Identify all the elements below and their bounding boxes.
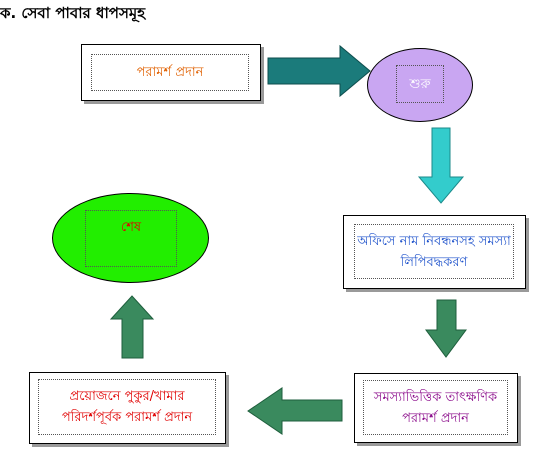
- start-label: শুরু: [396, 65, 444, 103]
- arrow-left-icon: [247, 387, 343, 435]
- arrow-up-icon: [109, 295, 155, 359]
- register-box: অফিসে নাম নিবন্ধনসহ সমস্যা লিপিবদ্ধকরণ: [343, 215, 526, 289]
- instant-advice-label: সমস্যাভিত্তিক তাৎক্ষণিক পরামর্শ প্রদান: [363, 380, 508, 435]
- field-visit-label: প্রয়োজনে পুকুর/খামার পরিদর্শপূর্বক পরাম…: [38, 379, 216, 435]
- advice-label: পরামর্শ প্রদান: [91, 54, 249, 91]
- arrow-right-icon: [267, 44, 371, 98]
- arrow-down-icon: [425, 299, 467, 358]
- field-visit-box: প্রয়োজনে পুকুর/খামার পরিদর্শপূর্বক পরাম…: [29, 372, 226, 444]
- register-label: অফিসে নাম নিবন্ধনসহ সমস্যা লিপিবদ্ধকরণ: [354, 224, 514, 279]
- advice-box: পরামর্শ প্রদান: [81, 44, 261, 101]
- arrow-down-icon: [417, 127, 465, 204]
- page-title: ক. সেবা পাবার ধাপসমূহ: [0, 4, 146, 22]
- start-node: শুরু: [367, 48, 473, 122]
- end-label: শেষ: [85, 210, 177, 267]
- instant-advice-box: সমস্যাভিত্তিক তাৎক্ষণিক পরামর্শ প্রদান: [354, 373, 518, 443]
- end-node: শেষ: [52, 193, 209, 283]
